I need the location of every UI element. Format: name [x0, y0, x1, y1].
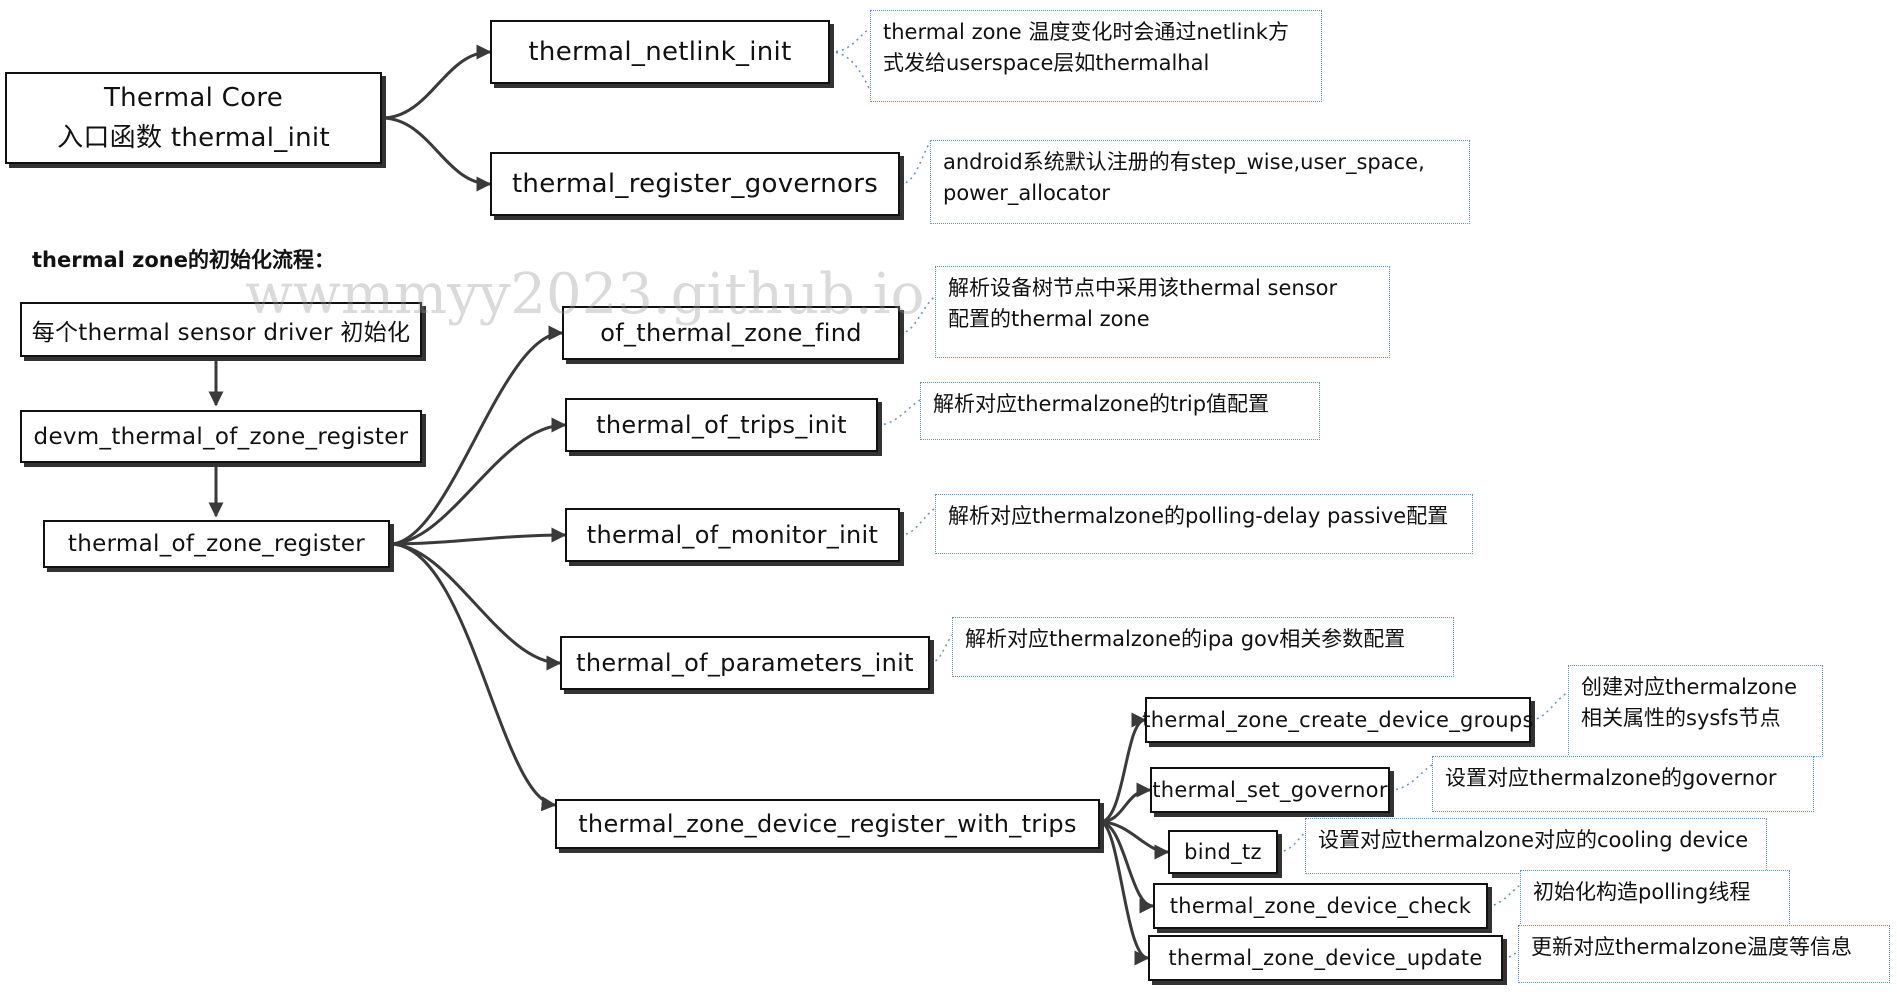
leader-groups: [1530, 691, 1569, 721]
of-thermal-zone-find-label: of_thermal_zone_find: [600, 319, 862, 347]
set-governor-node[interactable]: thermal_set_governor: [1150, 767, 1390, 813]
thermal-core-entry: 入口函数 thermal_init: [57, 123, 330, 153]
of-parameters-init-label: thermal_of_parameters_init: [576, 649, 914, 677]
governors-note-line1: android系统默认注册的有step_wise,user_space,: [943, 150, 1425, 174]
netlink-note-line1: thermal zone 温度变化时会通过netlink方: [883, 20, 1289, 44]
thermal-netlink-init-node[interactable]: thermal_netlink_init: [490, 20, 830, 84]
of-zone-register-node[interactable]: thermal_of_zone_register: [43, 520, 390, 568]
monitor-init-note: 解析对应thermalzone的polling-delay passive配置: [935, 494, 1473, 554]
device-update-node[interactable]: thermal_zone_device_update: [1148, 935, 1503, 981]
arrow-trips-to-groups: [1099, 712, 1147, 824]
arrow-trips-to-check: [1099, 820, 1155, 914]
parameters-init-note-text: 解析对应thermalzone的ipa gov相关参数配置: [965, 627, 1406, 651]
of-monitor-init-node[interactable]: thermal_of_monitor_init: [565, 508, 900, 562]
bind-tz-note-text: 设置对应thermalzone对应的cooling device: [1318, 828, 1749, 852]
arrow-core-to-netlink: [381, 44, 492, 120]
of-monitor-init-label: thermal_of_monitor_init: [586, 521, 879, 549]
zone-find-note-line1: 解析设备树节点中采用该thermal sensor: [948, 276, 1338, 300]
bind-tz-node[interactable]: bind_tz: [1168, 830, 1278, 874]
leader-monitor: [899, 507, 936, 536]
device-check-note-text: 初始化构造polling线程: [1533, 880, 1751, 904]
zone-find-note: 解析设备树节点中采用该thermal sensor 配置的thermal zon…: [935, 266, 1390, 358]
leader-update: [1502, 951, 1519, 959]
devm-register-label: devm_thermal_of_zone_register: [33, 423, 409, 450]
thermal-core-title: Thermal Core: [103, 83, 284, 113]
of-trips-init-node[interactable]: thermal_of_trips_init: [565, 398, 878, 452]
of-zone-register-label: thermal_of_zone_register: [67, 531, 366, 557]
sensor-driver-init-node[interactable]: 每个thermal sensor driver 初始化: [20, 302, 422, 357]
monitor-init-note-text: 解析对应thermalzone的polling-delay passive配置: [948, 504, 1449, 528]
bind-tz-note: 设置对应thermalzone对应的cooling device: [1305, 818, 1767, 874]
arrow-register-to-monitor: [389, 527, 567, 546]
parameters-init-note: 解析对应thermalzone的ipa gov相关参数配置: [952, 617, 1454, 677]
arrow-core-to-governors: [381, 116, 492, 192]
of-parameters-init-node[interactable]: thermal_of_parameters_init: [560, 636, 930, 690]
arrow-register-to-zone-find: [389, 325, 564, 546]
arrow-register-to-trips: [389, 417, 567, 546]
thermal-register-governors-label: thermal_register_governors: [511, 169, 879, 199]
section-title: thermal zone的初始化流程：: [32, 248, 335, 272]
arrow-register-to-with-trips: [389, 542, 557, 812]
leader-governors: [899, 141, 931, 185]
device-check-node[interactable]: thermal_zone_device_check: [1153, 883, 1488, 929]
leader-netlink: [829, 27, 871, 91]
devm-register-node[interactable]: devm_thermal_of_zone_register: [20, 410, 422, 463]
zone-find-note-line2: 配置的thermal zone: [948, 307, 1150, 331]
device-update-note-text: 更新对应thermalzone温度等信息: [1531, 935, 1852, 959]
device-register-with-trips-node[interactable]: thermal_zone_device_register_with_trips: [555, 799, 1100, 849]
bind-tz-label: bind_tz: [1184, 840, 1262, 864]
trips-init-note-text: 解析对应thermalzone的trip值配置: [933, 392, 1270, 416]
of-thermal-zone-find-node[interactable]: of_thermal_zone_find: [562, 306, 900, 360]
create-device-groups-label: thermal_zone_create_device_groups: [1142, 708, 1534, 732]
set-governor-note: 设置对应thermalzone的governor: [1432, 756, 1814, 812]
leader-bind: [1277, 831, 1306, 853]
governors-note: android系统默认注册的有step_wise,user_space, pow…: [930, 140, 1470, 224]
arrow-register-to-parameters: [389, 542, 562, 671]
sensor-driver-init-label: 每个thermal sensor driver 初始化: [31, 319, 411, 346]
governors-note-line2: power_allocator: [943, 181, 1110, 205]
leader-trips: [877, 399, 921, 426]
leader-check: [1487, 884, 1521, 907]
device-check-note: 初始化构造polling线程: [1520, 870, 1790, 926]
device-check-label: thermal_zone_device_check: [1169, 894, 1472, 918]
create-groups-note: 创建对应thermalzone 相关属性的sysfs节点: [1568, 665, 1823, 757]
create-device-groups-node[interactable]: thermal_zone_create_device_groups: [1142, 697, 1534, 743]
set-governor-label: thermal_set_governor: [1152, 778, 1388, 802]
thermal-register-governors-node[interactable]: thermal_register_governors: [490, 152, 900, 216]
arrow-trips-to-update: [1099, 820, 1150, 966]
trips-init-note: 解析对应thermalzone的trip值配置: [920, 382, 1320, 440]
netlink-note-line2: 式发给userspace层如thermalhal: [883, 51, 1210, 75]
device-update-label: thermal_zone_device_update: [1168, 946, 1483, 970]
arrow-trips-to-bind: [1099, 820, 1170, 860]
device-register-with-trips-label: thermal_zone_device_register_with_trips: [578, 810, 1077, 838]
of-trips-init-label: thermal_of_trips_init: [596, 411, 847, 439]
leader-governor: [1389, 764, 1433, 791]
leader-parameters: [929, 634, 953, 664]
leader-zone-find: [899, 295, 936, 334]
create-groups-note-line2: 相关属性的sysfs节点: [1581, 706, 1781, 730]
set-governor-note-text: 设置对应thermalzone的governor: [1445, 766, 1777, 790]
device-update-note: 更新对应thermalzone温度等信息: [1518, 925, 1890, 983]
create-groups-note-line1: 创建对应thermalzone: [1581, 675, 1797, 699]
netlink-note: thermal zone 温度变化时会通过netlink方 式发给userspa…: [870, 10, 1322, 102]
thermal-netlink-init-label: thermal_netlink_init: [528, 37, 792, 67]
thermal-core-node[interactable]: Thermal Core 入口函数 thermal_init: [5, 72, 382, 164]
